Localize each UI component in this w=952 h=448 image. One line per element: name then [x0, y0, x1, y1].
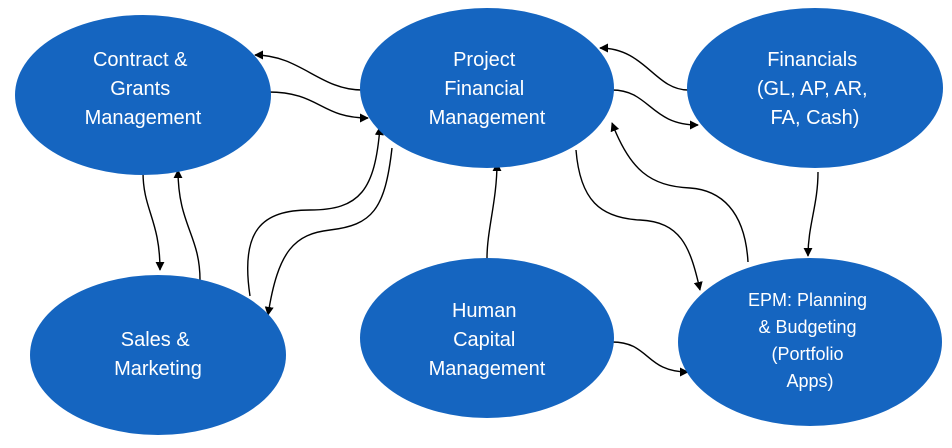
edge-project-to-financials [611, 89, 699, 130]
node-contract-grants: Contract & Grants Management [15, 15, 271, 175]
edges [142, 43, 819, 377]
node-sales-marketing: Sales & Marketing [30, 275, 286, 435]
node-human-capital: Human Capital Management [360, 258, 614, 418]
edge-contract-to-project [267, 91, 369, 123]
edge-project-to-contract [254, 50, 363, 91]
edge-financials-to-project [599, 43, 689, 91]
node-financials-label: Financials (GL, AP, AR, FA, Cash) [757, 49, 873, 129]
node-sales-marketing-label: Sales & Marketing [114, 329, 202, 380]
node-contract-grants-label: Contract & Grants Management [85, 49, 202, 129]
edge-human-to-epm [611, 341, 689, 377]
edge-project-to-sales [264, 147, 393, 316]
node-project-financial: Project Financial Management [360, 8, 614, 168]
node-epm-label: EPM: Planning & Budgeting (Portfolio App… [748, 290, 872, 391]
edge-financials-to-epm [803, 171, 819, 257]
node-epm: EPM: Planning & Budgeting (Portfolio App… [678, 258, 942, 426]
edge-project-to-epm [575, 149, 703, 291]
node-project-financial-label: Project Financial Management [429, 49, 546, 129]
edge-contract-to-sales [142, 171, 165, 271]
edge-human-to-project [486, 162, 502, 259]
edge-sales-to-contract [173, 169, 201, 281]
edge-sales-to-project [246, 126, 384, 297]
node-human-capital-label: Human Capital Management [429, 300, 546, 380]
node-financials: Financials (GL, AP, AR, FA, Cash) [687, 8, 943, 168]
edge-epm-to-project [610, 122, 749, 263]
